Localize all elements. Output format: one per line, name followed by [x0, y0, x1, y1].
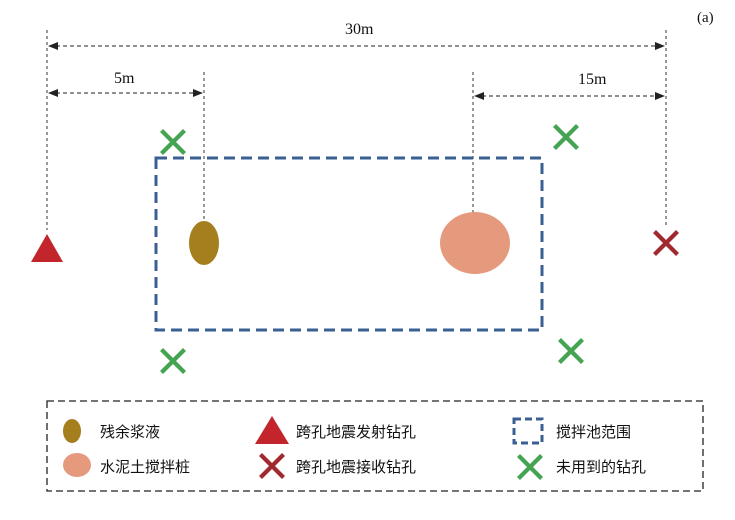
legend-slurry-label: 残余浆液	[100, 423, 161, 441]
residual-slurry-marker	[189, 221, 219, 265]
dimension-left-label: 5m	[114, 70, 135, 87]
legend-source-label: 跨孔地震发射钻孔	[296, 423, 417, 441]
legend-green-x-icon	[517, 454, 543, 480]
legend-box	[46, 400, 704, 492]
dimension-right-label: 15m	[578, 71, 607, 88]
legend-pool-label: 搅拌池范围	[556, 423, 632, 441]
panel-label: (a)	[697, 10, 714, 26]
legend-pile-icon	[63, 453, 91, 477]
legend-receiver-label: 跨孔地震接收钻孔	[296, 458, 417, 476]
unused-borehole-marker	[553, 124, 579, 150]
legend-pile-label: 水泥土搅拌桩	[100, 458, 191, 476]
legend-triangle-icon	[255, 416, 289, 444]
legend-dashed-rect-icon	[512, 417, 544, 445]
unused-borehole-marker	[558, 338, 584, 364]
dimension-total-label: 30m	[345, 21, 374, 38]
source-borehole-marker	[31, 234, 63, 262]
legend-unused-label: 未用到的钻孔	[556, 458, 647, 476]
unused-borehole-marker	[160, 129, 186, 155]
mixing-pool-boundary	[154, 156, 544, 332]
legend-slurry-icon	[63, 419, 81, 443]
legend-red-x-icon	[259, 453, 285, 479]
cement-pile-marker	[440, 212, 510, 274]
unused-borehole-marker	[160, 348, 186, 374]
receiver-borehole-marker	[653, 230, 679, 256]
